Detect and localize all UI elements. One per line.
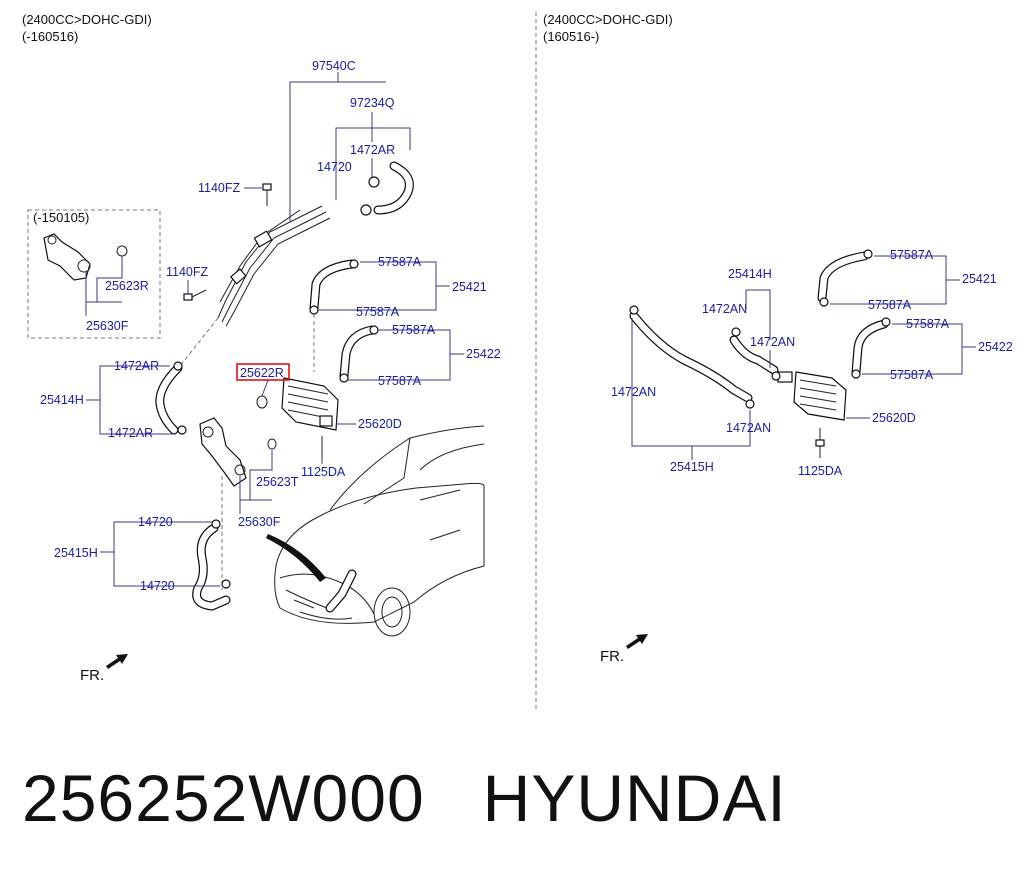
o-ring-icon bbox=[267, 438, 277, 450]
part-title: 256252W000 HYUNDAI bbox=[22, 760, 1022, 840]
label-25414H: 25414H bbox=[40, 393, 84, 407]
pipe-assembly bbox=[217, 205, 331, 327]
left-header-line1: (2400CC>DOHC-GDI) bbox=[22, 12, 152, 27]
label-97234Q: 97234Q bbox=[350, 96, 395, 110]
label-1125DA: 1125DA bbox=[301, 465, 346, 479]
label-25421: 25421 bbox=[452, 280, 487, 294]
label-1472AR-top: 1472AR bbox=[350, 143, 395, 157]
water-fitting bbox=[199, 417, 247, 487]
label-57587A-2: 57587A bbox=[356, 305, 400, 319]
bolt-icon bbox=[183, 289, 207, 301]
label-25415H: 25415H bbox=[54, 546, 98, 560]
left-panel: (2400CC>DOHC-GDI) (-160516) (-150105) 25… bbox=[22, 12, 501, 684]
right-label-1472AN-1: 1472AN bbox=[702, 302, 747, 316]
right-oil-cooler bbox=[777, 371, 847, 421]
label-1472AR-1: 1472AR bbox=[114, 359, 159, 373]
label-1140FZ-b: 1140FZ bbox=[166, 265, 209, 279]
label-1472AR-2: 1472AR bbox=[108, 426, 153, 440]
right-label-25421: 25421 bbox=[962, 272, 997, 286]
right-label-57587A-4: 57587A bbox=[890, 368, 934, 382]
label-25623R-box: 25623R bbox=[105, 279, 149, 293]
early-fitting-drawing bbox=[43, 233, 128, 281]
oil-cooler bbox=[281, 377, 339, 431]
label-25622R[interactable]: 25622R bbox=[240, 366, 284, 380]
label-14720-b: 14720 bbox=[140, 579, 175, 593]
right-label-1472AN-3: 1472AN bbox=[611, 385, 656, 399]
car-illustration bbox=[266, 425, 485, 637]
right-label-1472AN-4: 1472AN bbox=[726, 421, 771, 435]
o-ring-icon bbox=[256, 395, 268, 409]
right-label-1472AN-2: 1472AN bbox=[750, 335, 795, 349]
fr-label-right: FR. bbox=[600, 648, 624, 665]
right-label-25422: 25422 bbox=[978, 340, 1013, 354]
bolt-icon bbox=[262, 183, 272, 206]
highlight-box-25622R[interactable] bbox=[236, 363, 290, 381]
bolt-icon bbox=[815, 439, 825, 458]
label-57587A-4: 57587A bbox=[378, 374, 422, 388]
right-label-57587A-1: 57587A bbox=[890, 248, 934, 262]
label-57587A-1: 57587A bbox=[378, 255, 422, 269]
label-14720-a: 14720 bbox=[138, 515, 173, 529]
label-1140FZ-a: 1140FZ bbox=[198, 181, 241, 195]
label-25630F: 25630F bbox=[238, 515, 281, 529]
early-variant-box bbox=[27, 209, 161, 339]
brand-name: HYUNDAI bbox=[482, 761, 787, 835]
right-label-1125DA: 1125DA bbox=[798, 464, 843, 478]
label-25620D: 25620D bbox=[358, 417, 402, 431]
early-variant-label: (-150105) bbox=[33, 210, 89, 225]
label-25422: 25422 bbox=[466, 347, 501, 361]
left-header-line2: (-160516) bbox=[22, 29, 78, 44]
label-25630F-box: 25630F bbox=[86, 319, 129, 333]
fr-label-left: FR. bbox=[80, 667, 104, 684]
right-panel: (2400CC>DOHC-GDI) (160516-) 57587A 57587… bbox=[543, 12, 1013, 665]
right-label-25414H: 25414H bbox=[728, 267, 772, 281]
right-label-57587A-2: 57587A bbox=[868, 298, 912, 312]
label-97540C: 97540C bbox=[312, 59, 356, 73]
front-arrow-icon bbox=[626, 634, 648, 649]
right-label-25415H: 25415H bbox=[670, 460, 714, 474]
front-arrow-icon bbox=[106, 654, 128, 669]
right-header-line1: (2400CC>DOHC-GDI) bbox=[543, 12, 673, 27]
part-number: 256252W000 bbox=[22, 761, 425, 835]
label-57587A-3: 57587A bbox=[392, 323, 436, 337]
label-25623T: 25623T bbox=[256, 475, 299, 489]
right-label-57587A-3: 57587A bbox=[906, 317, 950, 331]
label-14720-top: 14720 bbox=[317, 160, 352, 174]
parts-diagram: (2400CC>DOHC-GDI) (-160516) (-150105) 25… bbox=[22, 12, 1013, 712]
right-label-25620D: 25620D bbox=[872, 411, 916, 425]
right-header-line2: (160516-) bbox=[543, 29, 599, 44]
